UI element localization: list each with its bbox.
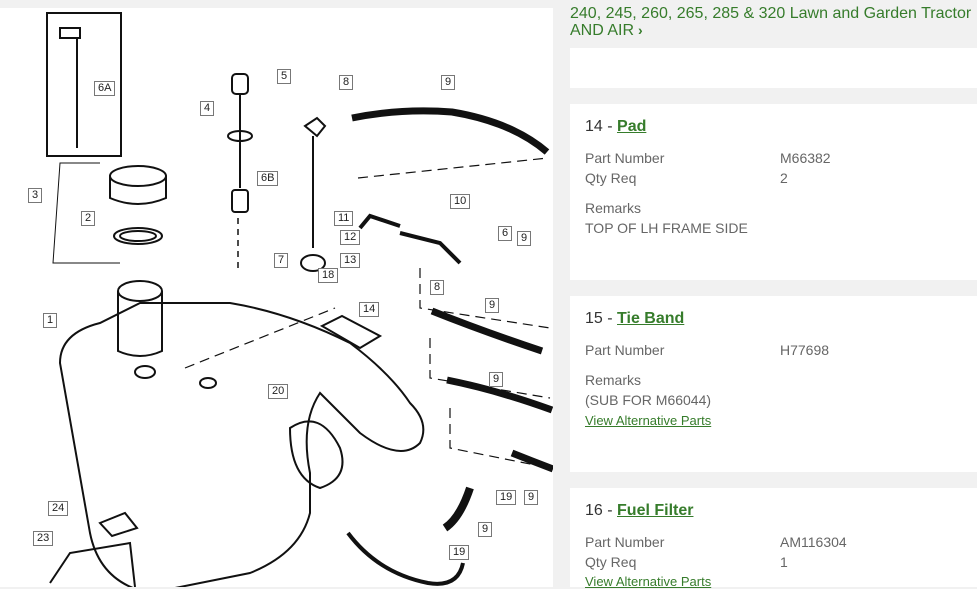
part-item-number: 15 [585,310,603,327]
chevron-right-icon: › [638,22,643,38]
qty-label: Qty Req [585,170,637,186]
callout-6a: 6A [94,81,116,96]
part-number-label: Part Number [585,534,665,550]
callout-1: 1 [43,313,58,328]
callout-14: 14 [359,302,380,317]
part-heading: 16 - Fuel Filter [585,502,693,520]
part-item-number: 16 [585,502,603,519]
callout-5: 5 [277,69,292,84]
callout-2: 2 [81,211,96,226]
callout-11: 11 [334,211,354,226]
part-heading-separator: - [602,118,618,135]
callout-3: 3 [28,188,43,203]
part-card-16: 16 - Fuel Filter Part Number AM116304 Qt… [570,488,977,589]
callout-7: 7 [274,253,289,268]
part-card-14: 14 - Pad Part Number M66382 Qty Req 2 Re… [570,104,977,280]
callout-8: 8 [339,75,354,90]
parts-panel: 240, 245, 260, 265, 285 & 320 Lawn and G… [553,0,977,589]
callout-23: 23 [33,531,54,546]
remarks-label: Remarks [585,200,642,216]
callout-10: 10 [450,194,471,209]
callout-6b: 6B [257,171,279,186]
part-card-15: 15 - Tie Band Part Number H77698 Remarks… [570,296,977,472]
part-item-number: 14 [585,118,603,135]
part-heading-separator: - [602,310,618,327]
callout-20: 20 [268,384,289,399]
callout-9e: 9 [524,490,539,505]
part-name-link[interactable]: Pad [617,118,647,135]
parts-diagram: 6A 5 8 9 4 3 6B 2 11 10 12 6 9 7 18 13 1… [0,8,553,587]
part-name-link[interactable]: Fuel Filter [617,502,694,519]
view-alternative-parts-link[interactable]: View Alternative Parts [585,413,712,428]
qty-label: Qty Req [585,554,637,570]
callout-9c: 9 [485,298,500,313]
callout-9: 9 [441,75,456,90]
callout-8b: 8 [430,280,445,295]
callout-19: 19 [496,490,517,505]
callout-19b: 19 [449,545,470,560]
part-heading: 14 - Pad [585,118,646,136]
remarks-value: (SUB FOR M66044) [585,392,712,408]
page-title[interactable]: 240, 245, 260, 265, 285 & 320 Lawn and G… [570,5,977,39]
part-heading-separator: - [602,502,618,519]
callout-9d: 9 [489,372,504,387]
part-number-value: H77698 [780,342,830,358]
callout-4: 4 [200,101,215,116]
callout-9f: 9 [478,522,493,537]
callout-18: 18 [318,268,339,283]
part-number-label: Part Number [585,150,665,166]
callout-24: 24 [48,501,69,516]
empty-card [570,48,977,88]
diagram-drawing [46,12,553,587]
part-number-value: M66382 [780,150,831,166]
callout-9b: 9 [517,231,532,246]
remarks-value: TOP OF LH FRAME SIDE [585,220,748,236]
callout-12: 12 [340,230,361,245]
title-line-1: 240, 245, 260, 265, 285 & 320 Lawn and G… [570,5,972,22]
part-number-value: AM116304 [780,534,847,550]
part-name-link[interactable]: Tie Band [617,310,685,327]
view-alternative-parts-link[interactable]: View Alternative Parts [585,574,712,589]
remarks-label: Remarks [585,372,642,388]
title-line-2: AND AIR [570,22,635,39]
callout-6: 6 [498,226,513,241]
callout-13: 13 [340,253,361,268]
part-heading: 15 - Tie Band [585,310,684,328]
part-number-label: Part Number [585,342,665,358]
qty-value: 1 [780,554,788,570]
qty-value: 2 [780,170,788,186]
